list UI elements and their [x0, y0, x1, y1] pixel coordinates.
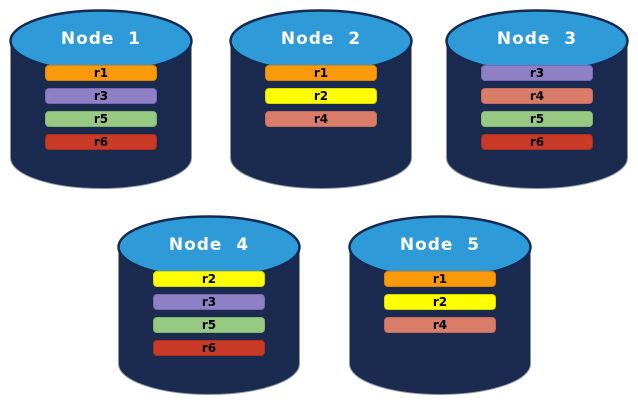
replica-bar-r5: r5	[153, 317, 265, 333]
replica-bar-r3: r3	[45, 88, 157, 104]
node-title: Node 4	[168, 235, 250, 255]
replica-bar-r4: r4	[265, 111, 377, 127]
replica-bar-r1: r1	[384, 271, 496, 287]
node-title: Node 2	[280, 29, 362, 49]
replica-list: r3 r4 r5 r6	[481, 65, 593, 150]
replica-bar-r5: r5	[45, 111, 157, 127]
replica-list: r1 r2 r4	[265, 65, 377, 127]
replica-bar-r1: r1	[265, 65, 377, 81]
replica-list: r2 r3 r5 r6	[153, 271, 265, 356]
replica-bar-r2: r2	[265, 88, 377, 104]
node-1: Node 1 r1 r3 r5 r6	[8, 8, 194, 192]
node-title: Node 1	[60, 29, 142, 49]
node-3: Node 3 r3 r4 r5 r6	[444, 8, 630, 192]
node-2: Node 2 r1 r2 r4	[228, 8, 414, 192]
replica-bar-r2: r2	[153, 271, 265, 287]
replica-bar-r6: r6	[481, 134, 593, 150]
node-title: Node 5	[399, 235, 481, 255]
replica-bar-r2: r2	[384, 294, 496, 310]
replica-bar-r6: r6	[153, 340, 265, 356]
replica-bar-r5: r5	[481, 111, 593, 127]
node-title: Node 3	[496, 29, 578, 49]
replica-bar-r3: r3	[481, 65, 593, 81]
replica-bar-r3: r3	[153, 294, 265, 310]
replica-bar-r4: r4	[384, 317, 496, 333]
replica-bar-r6: r6	[45, 134, 157, 150]
replica-list: r1 r2 r4	[384, 271, 496, 333]
node-4: Node 4 r2 r3 r5 r6	[116, 214, 302, 398]
replica-bar-r1: r1	[45, 65, 157, 81]
replica-list: r1 r3 r5 r6	[45, 65, 157, 150]
replica-bar-r4: r4	[481, 88, 593, 104]
node-5: Node 5 r1 r2 r4	[347, 214, 533, 398]
